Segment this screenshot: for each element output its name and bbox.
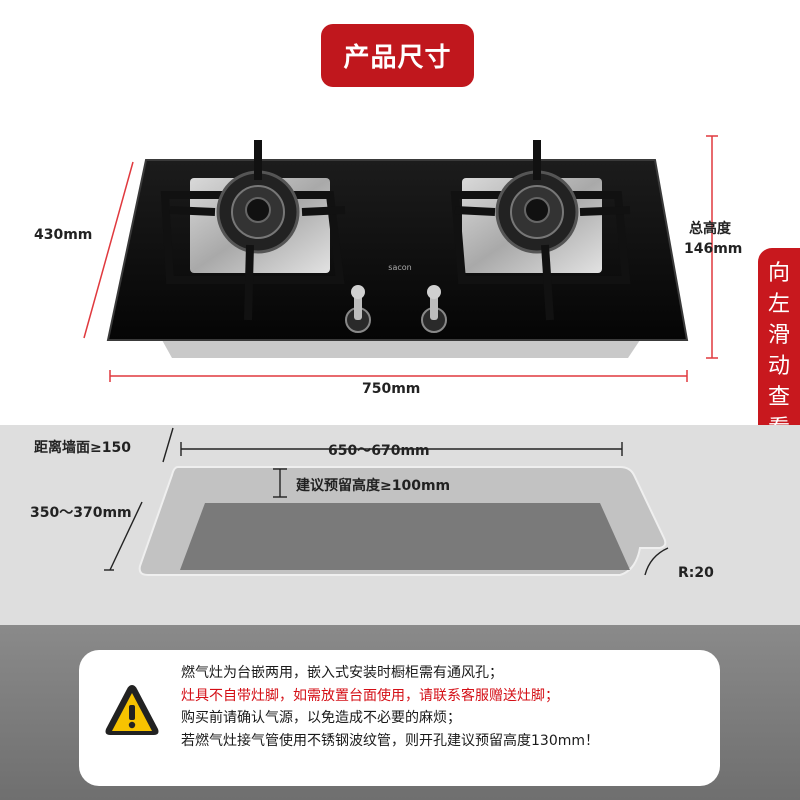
corner-radius-label: R:20 [678, 565, 714, 581]
total-height-label: 总高度 [689, 221, 731, 237]
notice-line-warning: 灶具不自带灶脚，如需放置台面使用，请联系客服赠送灶脚； [181, 687, 559, 704]
control-knobs [345, 285, 447, 333]
total-height-value: 146mm [684, 241, 743, 257]
side-tab-char: 左 [767, 292, 790, 317]
depth-label: 430mm [34, 227, 93, 243]
width-label: 750mm [362, 381, 421, 397]
warning-icon [105, 685, 159, 735]
side-tab-char: 查 [767, 385, 790, 410]
brand-logo: sacon [388, 263, 411, 272]
side-tab-char: 滑 [767, 323, 790, 348]
margin-note-label: 建议预留高度≥100mm [296, 478, 451, 494]
cooktop-illustration: sacon [83, 135, 718, 382]
notice-line: 燃气灶为台嵌两用，嵌入式安装时橱柜需有通风孔； [181, 665, 503, 681]
cutout-diagram [104, 427, 669, 576]
cutout-width-label: 650～670mm [328, 443, 430, 459]
side-tab-char: 向 [767, 261, 790, 286]
right-burner [450, 140, 631, 321]
notice-text: 燃气灶为台嵌两用，嵌入式安装时橱柜需有通风孔； 灶具不自带灶脚，如需放置台面使用… [181, 662, 721, 752]
side-tab-char: 动 [767, 354, 790, 379]
page-title: 产品尺寸 [321, 24, 474, 87]
cutout-depth-label: 350～370mm [30, 505, 132, 521]
notice-card [79, 650, 720, 786]
notice-line: 若燃气灶接气管使用不锈钢波纹管，则开孔建议预留高度130mm！ [181, 732, 599, 749]
notice-line: 购买前请确认气源，以免造成不必要的麻烦； [181, 710, 461, 726]
wall-distance-label: 距离墙面≥150 [34, 440, 131, 456]
left-burner [160, 140, 346, 321]
